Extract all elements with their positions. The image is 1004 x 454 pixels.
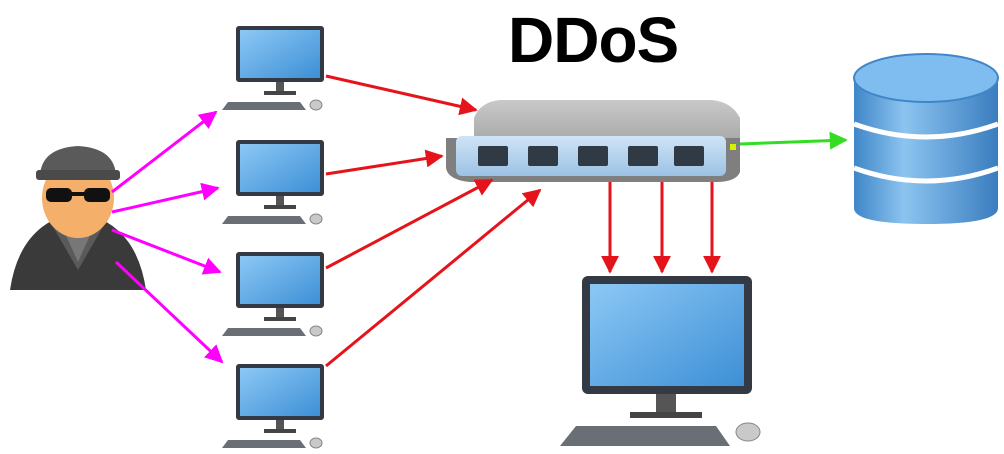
diagram-title: DDoS — [508, 4, 679, 76]
arrow-attacker-bot-3 — [111, 228, 222, 275]
arrow-bot-2-switch — [325, 149, 444, 176]
bot-computer-4 — [221, 363, 325, 449]
arrow-attacker-bot-4 — [114, 260, 224, 364]
arrow-switch-database — [739, 131, 848, 150]
arrow-bot-1-switch — [325, 74, 478, 116]
bot-computer-3 — [221, 251, 325, 337]
arrow-attacker-bot-1 — [111, 110, 218, 194]
bot-computer-2 — [221, 139, 325, 225]
bot-computer-1 — [221, 25, 325, 111]
network-switch-icon — [446, 100, 740, 182]
victim-computer-icon — [560, 276, 761, 446]
database-icon — [853, 53, 999, 224]
arrow-bot-4-switch — [325, 188, 542, 368]
arrow-bot-3-switch — [325, 178, 494, 270]
hacker-icon — [10, 146, 146, 290]
arrow-attacker-bot-2 — [111, 182, 220, 214]
